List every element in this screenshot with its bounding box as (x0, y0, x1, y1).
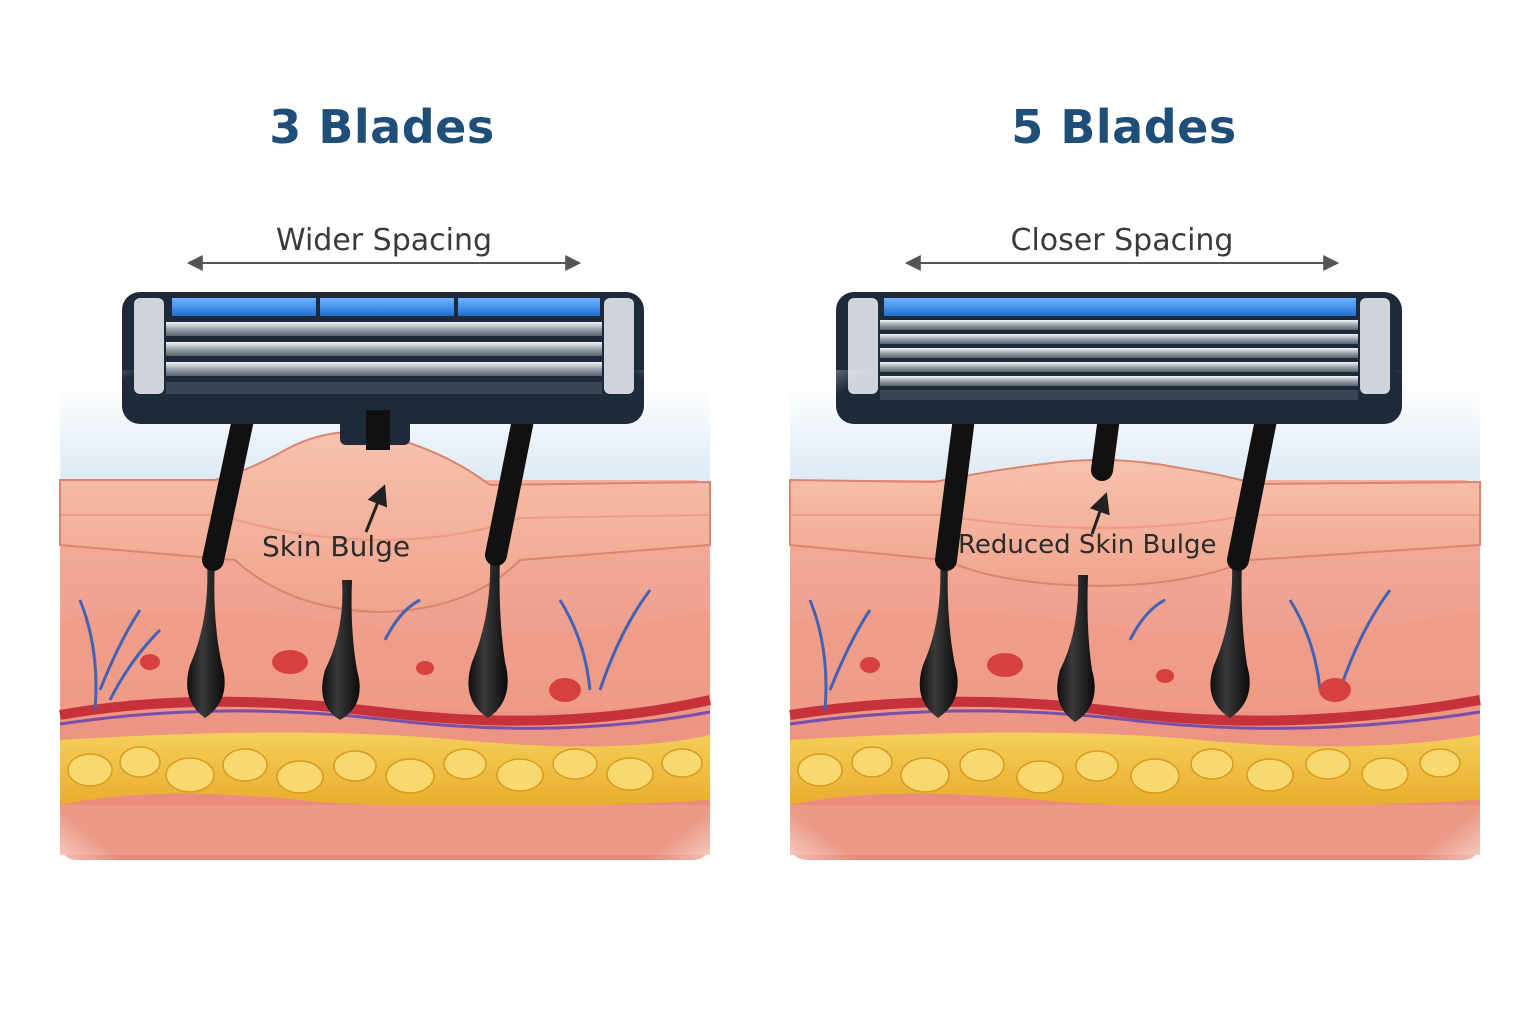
lubricant-strip (320, 298, 454, 316)
bulge-label-right: Reduced Skin Bulge (958, 530, 1217, 560)
lubricant-strip (172, 298, 316, 316)
panel-left (50, 255, 720, 870)
razor-blade (880, 376, 1358, 386)
razor-blade (880, 320, 1358, 330)
razor-blade (880, 362, 1358, 372)
bulge-label-left: Skin Bulge (262, 530, 411, 563)
razor-blade (880, 348, 1358, 358)
razor-blade (166, 322, 602, 336)
spacing-label-right: Closer Spacing (968, 223, 1276, 258)
lubricant-strip (884, 298, 1356, 316)
razor-blade (166, 362, 602, 376)
panel-title-right: 5 Blades (1011, 100, 1237, 154)
deep-tissue (60, 805, 710, 855)
razor-cartridge-5-blades (836, 292, 1402, 424)
razor-blade (880, 334, 1358, 344)
razor-blade (166, 342, 602, 356)
spacing-label-left: Wider Spacing (230, 223, 538, 258)
panel-title-left: 3 Blades (269, 100, 495, 154)
panel-right (780, 255, 1490, 870)
deep-tissue (790, 805, 1480, 855)
lubricant-strip (458, 298, 600, 316)
